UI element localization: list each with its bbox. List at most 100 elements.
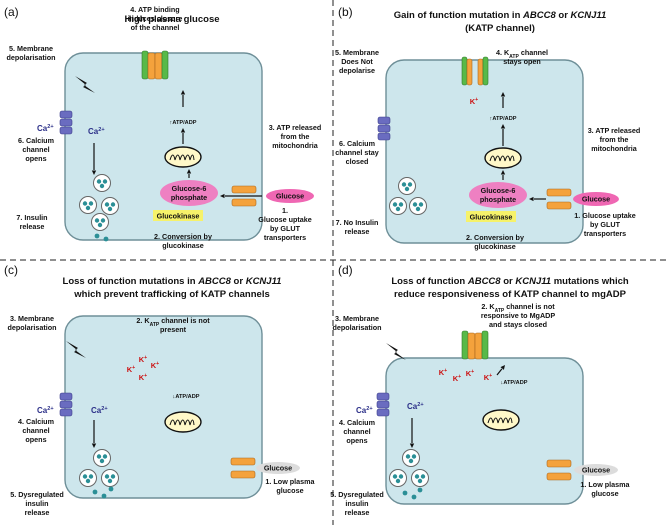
potassium-ion: K+	[139, 355, 148, 364]
katp-kir-subunit-left	[467, 332, 476, 360]
katp-channel-closed	[141, 50, 169, 80]
mitochondrion-icon	[482, 409, 520, 431]
insulin-granule	[96, 179, 102, 184]
insulin-vesicle	[79, 196, 97, 214]
insulin-granule	[420, 474, 426, 479]
insulin-granule	[398, 202, 404, 207]
arrow-mito-to-atp-head	[500, 124, 506, 129]
arrow-mito-to-atp-head	[180, 128, 186, 133]
released-insulin-granule	[402, 490, 408, 496]
katp-kir-subunit-right	[477, 58, 484, 86]
insulin-granule	[412, 202, 418, 207]
insulin-granule	[411, 454, 417, 459]
panel-title-line: reduce responsiveness of KATP channel to…	[394, 289, 627, 300]
potassium-ion: K+	[484, 373, 493, 382]
insulin-vesicle	[398, 177, 416, 195]
glucokinase-box	[153, 210, 203, 221]
insulin-granule	[82, 201, 88, 206]
atp-adp-label: ↓ATP/ADP	[501, 380, 528, 386]
insulin-granule	[85, 205, 91, 211]
arrow-atp-to-channel-head	[500, 365, 505, 370]
glucokinase-label: Glucokinase	[157, 212, 200, 221]
panel-letter: (b)	[338, 5, 353, 19]
insulin-vesicles	[79, 449, 119, 499]
arrow-atp-to-channel	[496, 368, 503, 376]
calcium-ion-extracellular: Ca2+	[37, 406, 54, 415]
katp-channel-closed	[461, 330, 489, 360]
insulin-granule	[99, 183, 105, 189]
mitochondrion-membrane	[482, 409, 520, 431]
insulin-granule	[398, 474, 404, 479]
insulin-vesicle	[93, 174, 111, 192]
arrow-g6p-to-mito-head	[500, 170, 506, 175]
mitochondrion-membrane	[484, 147, 522, 169]
calcium-channel	[376, 392, 390, 417]
insulin-vesicle	[389, 197, 407, 215]
insulin-granule	[405, 454, 411, 459]
calcium-channel-subunit-bottom	[59, 408, 73, 417]
glucose-6-phosphate-shape	[160, 180, 218, 206]
katp-sur-subunit-right	[481, 330, 489, 360]
glucose-oval-label: Glucose	[582, 466, 610, 475]
glucose-oval-label: Glucose	[582, 195, 610, 204]
insulin-vesicle	[79, 469, 97, 487]
potassium-ion: K+	[470, 97, 479, 106]
lightning-bolt-icon	[75, 76, 95, 93]
glucose-oval-label: Glucose	[276, 192, 304, 201]
calcium-channel-subunit-top	[376, 392, 390, 401]
insulin-granule	[82, 474, 88, 479]
glut-transporter	[231, 185, 257, 207]
insulin-granule	[94, 218, 100, 223]
glucose-oval-shape	[574, 464, 618, 476]
glucose-oval-shape	[256, 462, 300, 474]
insulin-vesicles	[389, 177, 427, 215]
insulin-granule	[102, 454, 108, 459]
glut-transporter	[546, 188, 572, 210]
katp-sur-subunit-right	[161, 50, 169, 80]
calcium-ion-intracellular: Ca2+	[407, 402, 424, 411]
panel-title-line: High plasma glucose	[124, 14, 219, 25]
katp-kir-subunit-right	[474, 332, 483, 360]
released-insulin-granule	[103, 236, 109, 242]
potassium-ion: K+	[151, 361, 160, 370]
potassium-ion: K+	[139, 373, 148, 382]
insulin-granule	[96, 454, 102, 459]
insulin-granule	[417, 478, 423, 484]
insulin-granule	[107, 206, 113, 212]
lightning-bolt-icon	[66, 341, 86, 358]
insulin-granule	[102, 179, 108, 184]
calcium-channel-subunit-mid	[376, 400, 390, 409]
calcium-channel	[59, 392, 73, 417]
insulin-vesicle	[411, 469, 429, 487]
arrow-atp-to-channel-head	[500, 92, 506, 97]
calcium-channel-subunit-mid	[59, 400, 73, 409]
glucose-6-phosphate-shape	[469, 182, 527, 208]
insulin-granule	[99, 458, 105, 464]
panel-title-line: Loss of function ABCC8 or KCNJ11 mutatio…	[391, 276, 629, 287]
insulin-granule	[414, 474, 420, 479]
panel-a: (a)High plasma glucoseCa2+Ca2+GlucoseGlu…	[4, 5, 321, 250]
calcium-ion-intracellular: Ca2+	[88, 127, 105, 136]
insulin-granule	[415, 206, 421, 212]
insulin-granule	[395, 206, 401, 212]
glut-subunit-top	[231, 185, 257, 194]
atp-adp-label: ↑ATP/ADP	[490, 116, 517, 122]
panel-b: (b)Gain of function mutation in ABCC8 or…	[335, 5, 640, 251]
potassium-ion: K+	[466, 369, 475, 378]
potassium-ion: K+	[453, 374, 462, 383]
katp-sur-subunit-left	[461, 56, 468, 86]
glut-subunit-bottom	[231, 198, 257, 207]
